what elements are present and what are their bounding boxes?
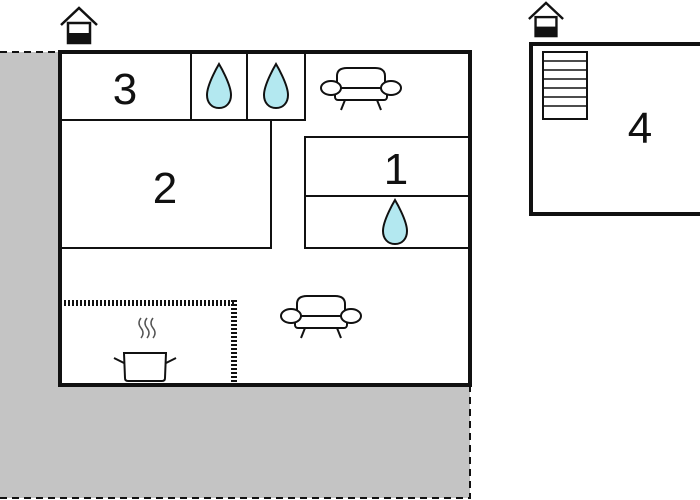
bathroom-b-outline <box>246 51 306 121</box>
main-house: 3 2 1 <box>58 50 472 387</box>
room-2-outline <box>59 119 272 249</box>
entrance-house-icon <box>527 1 565 38</box>
bathroom-c-outline <box>304 195 471 249</box>
cooking-pot-icon <box>113 317 177 382</box>
kitchen-counter <box>64 300 237 382</box>
room-4-number: 4 <box>628 104 652 153</box>
entrance-house-icon <box>59 6 99 45</box>
room-1-number: 1 <box>384 145 408 194</box>
annex-building: 4 <box>529 42 700 216</box>
room-2-number: 2 <box>153 164 177 213</box>
stairs-icon <box>542 51 588 120</box>
room-3-number: 3 <box>113 65 137 114</box>
